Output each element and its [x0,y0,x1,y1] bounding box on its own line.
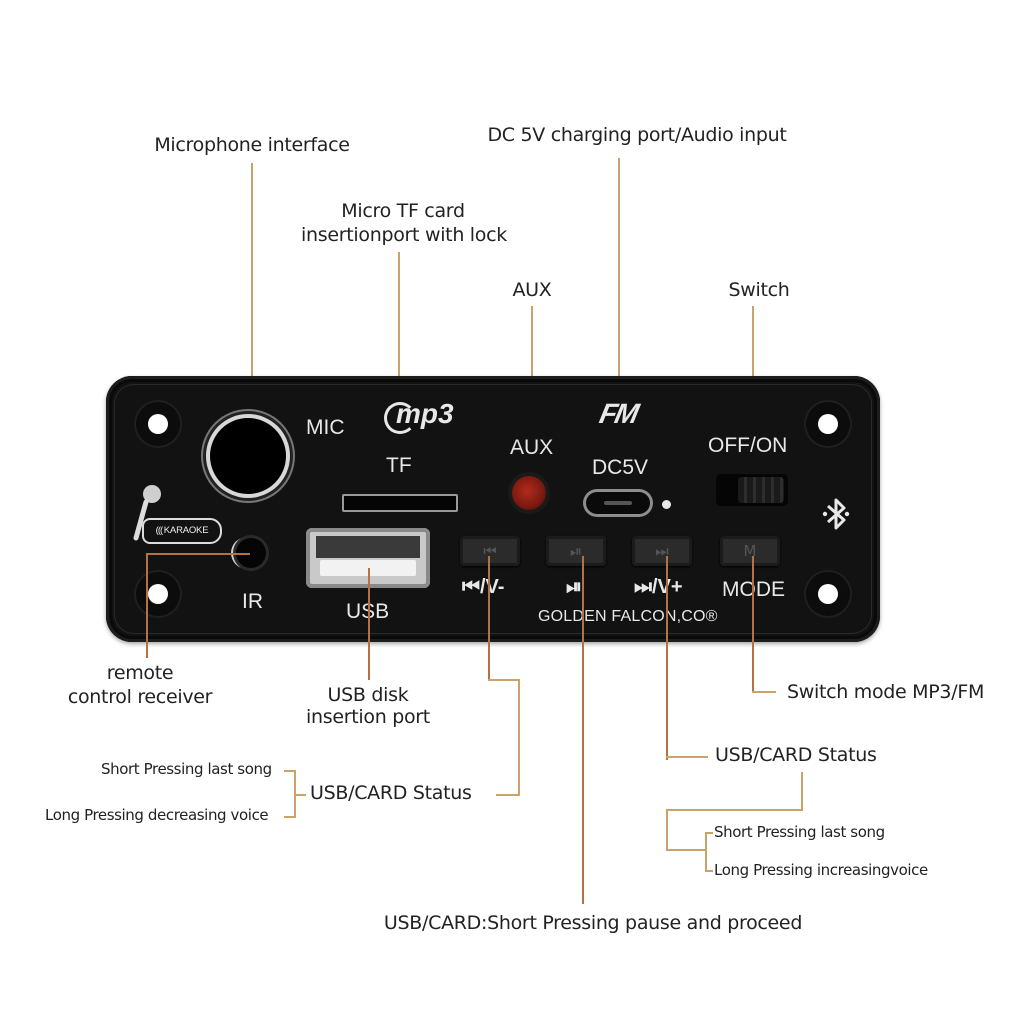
leader-line-next-h [666,756,708,758]
leader-line-prev [488,556,490,680]
callout-tf-card-line2: insertionport with lock [301,224,507,246]
bracket-next-stem [666,849,706,851]
callout-usb-line1: USB disk [327,684,409,706]
indicator-led [662,500,671,509]
leader-line-mode-h [752,691,776,693]
mode-button[interactable]: M [720,536,780,566]
dc5v-label: DC5V [592,456,649,479]
callout-usb-line2: insertion port [306,706,430,728]
leader-line-microphone [251,163,253,403]
bracket-prev-stem [296,794,306,796]
callout-remote-line2: control receiver [67,686,213,708]
mp3-decoder-board [106,376,880,642]
leader-line-next [666,556,668,760]
mounting-hole-bottom-right [806,572,850,616]
callout-prev-long: Long Pressing decreasing voice [45,806,269,824]
usb-label: USB [346,600,389,624]
callout-tf-card-line1: Micro TF card [341,200,465,222]
callout-next-long: Long Pressing increasingvoice [714,861,928,879]
bracket-prev-v [294,770,296,818]
leader-line-next-h2 [666,809,803,811]
leader-line-usb [368,568,370,680]
mounting-hole-bottom-left [136,572,180,616]
dc5v-usb-port[interactable] [586,492,650,514]
microphone-jack[interactable] [210,418,286,494]
bracket-next-bottom [705,870,713,872]
bracket-prev-bottom [284,816,296,818]
leader-line-prev-h1 [488,679,520,681]
leader-line-next-v2 [801,772,803,810]
brand-label: GOLDEN FALCON,CO® [538,608,718,625]
prev-button[interactable]: ⏮ [460,536,520,566]
callout-dc5v-port: DC 5V charging port/Audio input [487,124,787,146]
leader-line-play [582,556,584,904]
next-button[interactable]: ⏭ [632,536,692,566]
callout-next-status: USB/CARD Status [715,744,877,766]
power-switch[interactable] [716,474,788,506]
microphone-icon [130,482,164,546]
leader-line-ir-v [146,553,148,658]
mounting-hole-top-left [136,402,180,446]
leader-line-prev-v [518,679,520,795]
leader-line-next-v3 [666,809,668,851]
aux-label: AUX [510,436,554,459]
tf-card-slot[interactable] [342,494,458,512]
karaoke-badge: ((( KARAOKE [142,518,222,544]
leader-line-ir-h [146,553,250,555]
bluetooth-icon [818,494,854,534]
leader-line-mode [752,556,754,692]
bracket-next-top [705,832,713,834]
bracket-prev-top [284,770,296,772]
play-pause-label: ⏯ [566,576,582,598]
mounting-hole-top-right [806,402,850,446]
ir-label: IR [242,590,263,613]
callout-switch: Switch [728,279,790,301]
callout-prev-status: USB/CARD Status [310,782,472,804]
callout-aux: AUX [512,279,552,301]
callout-prev-short: Short Pressing last song [101,760,272,778]
play-pause-button[interactable]: ⏯ [546,536,606,566]
aux-port[interactable] [512,476,546,510]
callout-play-pause: USB/CARD:Short Pressing pause and procee… [383,912,803,934]
next-label: ⏭/V+ [634,576,683,598]
callout-next-short: Short Pressing last song [714,823,885,841]
fm-logo: FM [596,398,640,429]
callout-switch-mode: Switch mode MP3/FM [787,681,985,703]
mic-label: MIC [306,416,345,439]
callout-microphone-interface: Microphone interface [154,134,350,156]
bracket-next-v [705,832,707,872]
leader-line-dc5v [618,158,620,500]
mp3-logo: mp3 [384,398,454,434]
prev-label: ⏮/V- [462,576,505,598]
callout-remote-line1: remote [106,662,174,684]
switch-label: OFF/ON [708,434,788,457]
tf-label: TF [386,454,412,477]
leader-line-prev-h2 [496,794,520,796]
